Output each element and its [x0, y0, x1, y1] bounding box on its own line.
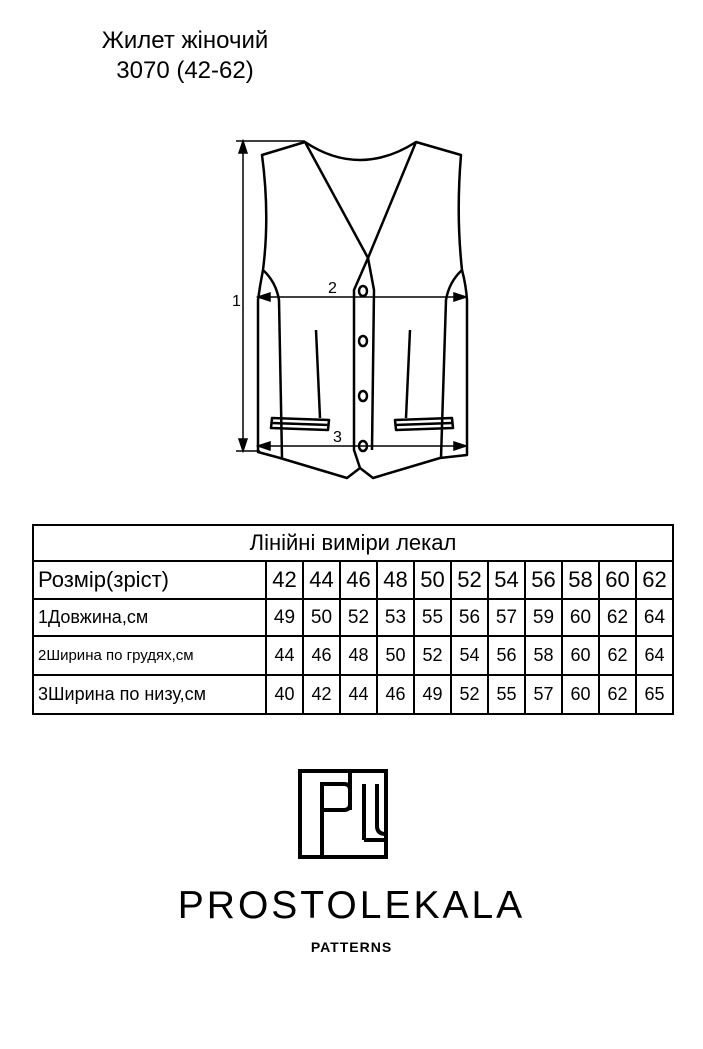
row-label: Розмір(зріст) — [32, 560, 267, 600]
button-2 — [357, 334, 369, 348]
measurements-table: Лінійні виміри лекал Розмір(зріст) 42 44… — [32, 524, 674, 715]
cell: 52 — [413, 635, 452, 676]
cell: 56 — [487, 635, 526, 676]
cell: 57 — [487, 598, 526, 637]
product-code: 3070 (42-62) — [116, 57, 254, 84]
cell: 50 — [413, 560, 452, 600]
cell: 60 — [561, 674, 600, 715]
cell: 48 — [339, 635, 378, 676]
brand-name: PROSTOLEKALA — [177, 884, 526, 927]
cell: 50 — [302, 598, 341, 637]
label-length: 1 — [232, 293, 241, 310]
arrow-down — [237, 438, 249, 454]
cell: 46 — [339, 560, 378, 600]
cell: 55 — [487, 674, 526, 715]
cell: 40 — [265, 674, 304, 715]
cell: 52 — [450, 560, 489, 600]
row-label: 3Ширина по низу,см — [32, 674, 267, 715]
table-row: 1Довжина,см 49 50 52 53 55 56 57 59 60 6… — [32, 598, 674, 637]
cell: 49 — [413, 674, 452, 715]
buttons — [357, 284, 369, 453]
cell: 52 — [339, 598, 378, 637]
cell: 50 — [376, 635, 415, 676]
cell: 60 — [561, 635, 600, 676]
cell: 54 — [450, 635, 489, 676]
vest-outline — [256, 140, 469, 480]
cell: 52 — [450, 674, 489, 715]
row-label: 2Ширина по грудях,см — [32, 635, 267, 676]
arrow-up — [237, 138, 249, 154]
cell: 60 — [598, 560, 637, 600]
cell: 44 — [265, 635, 304, 676]
cell: 49 — [265, 598, 304, 637]
cell: 56 — [524, 560, 563, 600]
cell: 59 — [524, 598, 563, 637]
button-3 — [357, 389, 369, 403]
cell: 44 — [339, 674, 378, 715]
measure-lines — [236, 138, 469, 454]
cell: 62 — [598, 635, 637, 676]
cell: 64 — [635, 635, 674, 676]
cell: 54 — [487, 560, 526, 600]
table-row: 2Ширина по грудях,см 44 46 48 50 52 54 5… — [32, 635, 674, 676]
cell: 62 — [635, 560, 674, 600]
cell: 60 — [561, 598, 600, 637]
cell: 64 — [635, 598, 674, 637]
label-chest: 2 — [328, 280, 337, 297]
cell: 53 — [376, 598, 415, 637]
cell: 44 — [302, 560, 341, 600]
cell: 62 — [598, 674, 637, 715]
cell: 48 — [376, 560, 415, 600]
brand-logo-icon — [298, 769, 388, 859]
button-1 — [357, 284, 369, 298]
cell: 65 — [635, 674, 674, 715]
product-title: Жилет жіночий — [101, 27, 269, 54]
brand-subtitle: PATTERNS — [310, 939, 393, 955]
label-hem: 3 — [333, 429, 342, 446]
cell: 62 — [598, 598, 637, 637]
cell: 57 — [524, 674, 563, 715]
table-row: Розмір(зріст) 42 44 46 48 50 52 54 56 58… — [32, 560, 674, 600]
table-row: 3Ширина по низу,см 40 42 44 46 49 52 55 … — [32, 674, 674, 715]
cell: 42 — [302, 674, 341, 715]
cell: 42 — [265, 560, 304, 600]
cell: 46 — [302, 635, 341, 676]
cell: 55 — [413, 598, 452, 637]
cell: 46 — [376, 674, 415, 715]
cell: 58 — [524, 635, 563, 676]
cell: 56 — [450, 598, 489, 637]
cell: 58 — [561, 560, 600, 600]
row-label: 1Довжина,см — [32, 598, 267, 637]
table-heading: Лінійні виміри лекал — [32, 524, 674, 562]
